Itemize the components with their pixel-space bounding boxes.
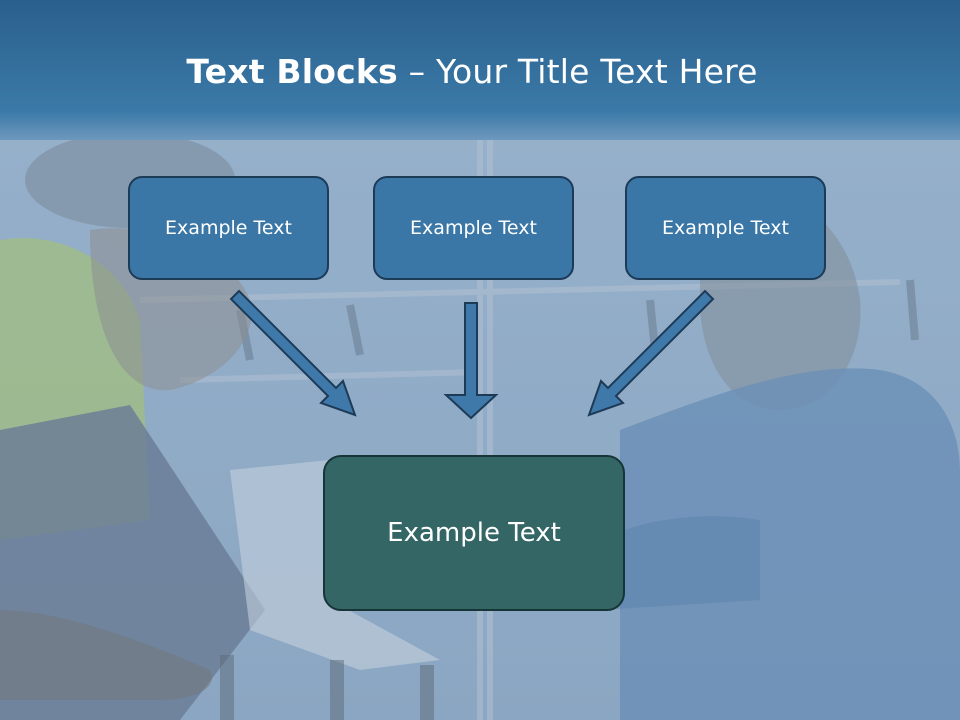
text-block-bottom-label: Example Text [387,518,561,548]
text-block-center-label: Example Text [410,217,537,239]
title-bold: Text Blocks [186,52,398,91]
text-block-left-label: Example Text [165,217,292,239]
text-block-left[interactable]: Example Text [128,176,329,280]
title-dash: – [397,52,436,91]
text-block-bottom[interactable]: Example Text [323,455,625,611]
text-block-right[interactable]: Example Text [625,176,826,280]
text-block-center[interactable]: Example Text [373,176,574,280]
slide-title: Text Blocks – Your Title Text Here [0,52,944,91]
title-rest: Your Title Text Here [435,52,758,91]
text-block-right-label: Example Text [662,217,789,239]
